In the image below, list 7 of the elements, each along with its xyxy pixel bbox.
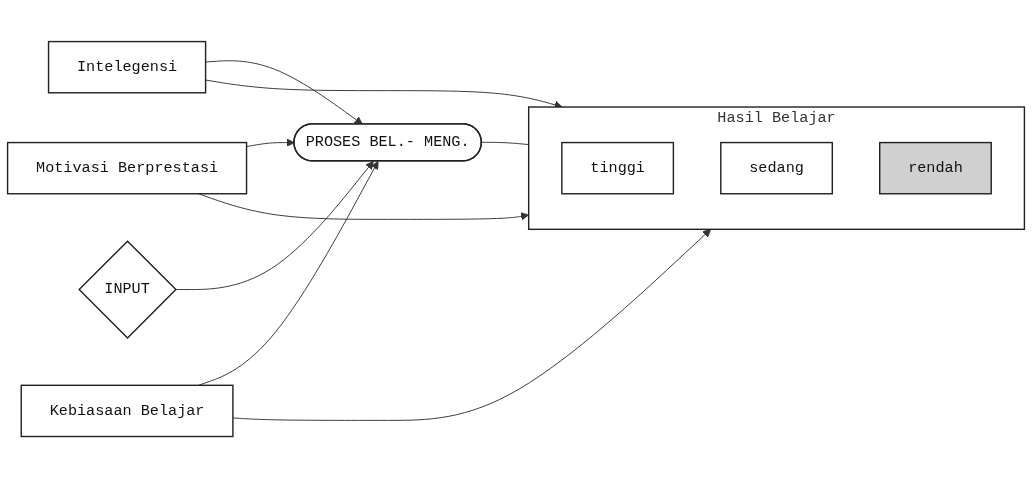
node-diamond: INPUT <box>78 240 177 340</box>
node-box: tinggi <box>561 142 675 195</box>
node-box: Kebiasaan Belajar <box>20 385 234 438</box>
node-box: rendah <box>879 142 992 195</box>
node-box: sedang <box>720 142 833 195</box>
node-box: Motivasi Berprestasi <box>6 142 248 195</box>
node-box: Intelegensi <box>47 41 207 94</box>
